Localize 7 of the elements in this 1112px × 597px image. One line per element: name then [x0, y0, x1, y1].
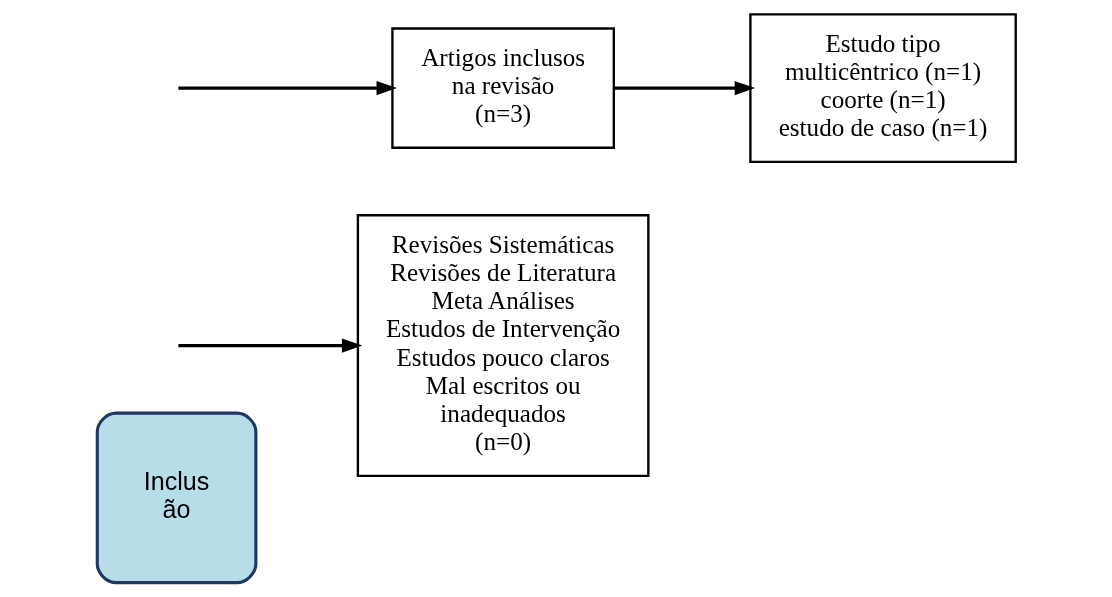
node-box: Estudo tipo multicêntrico (n=1) coorte (n=1) estudo de caso (n=1) [748, 13, 1017, 164]
arrow [177, 80, 397, 96]
arrow [177, 338, 362, 353]
node-box: Revisões Sistemáticas Revisões de Literatura Meta Análises Estudos de Intervenção Estudos pouco claros Mal escritos ou inadequados (n=0) [356, 214, 649, 478]
node-box: Artigos inclusos na revisão (n=3) [390, 27, 615, 149]
arrow [613, 80, 755, 96]
node-box: Inclus ão [95, 411, 257, 585]
